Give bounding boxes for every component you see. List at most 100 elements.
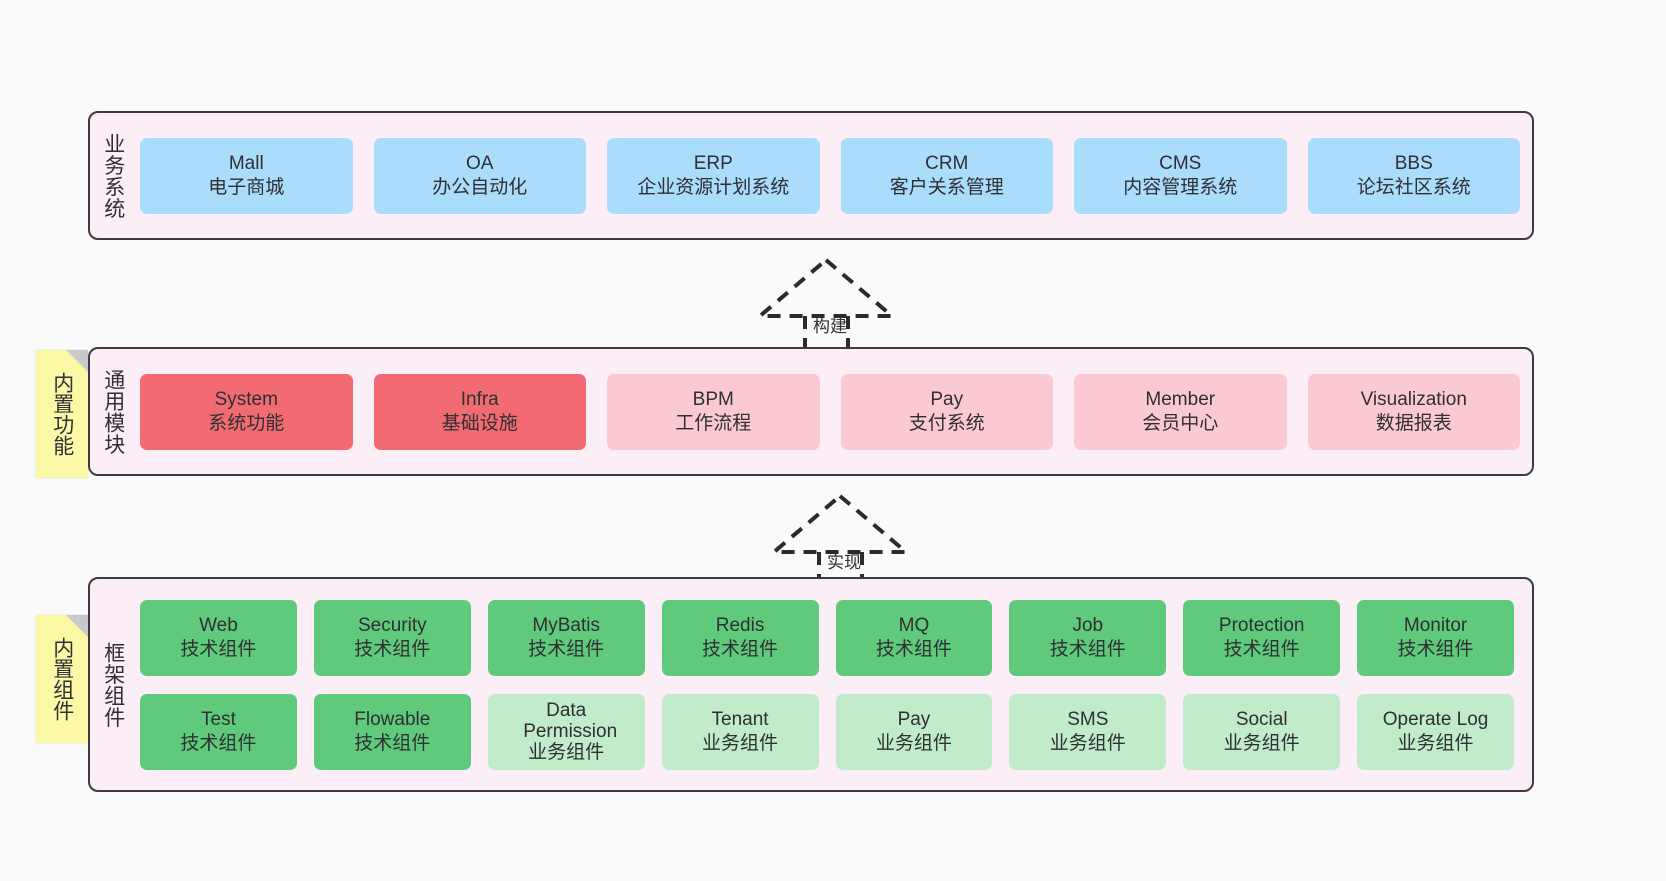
layer-label-common-module: 通用模块	[101, 368, 125, 455]
tech-row: Web 技术组件 Security 技术组件 MyBatis 技术组件 Redi…	[140, 599, 1514, 676]
arrow-shaft	[803, 316, 850, 350]
card-mq[interactable]: MQ 技术组件	[835, 599, 993, 676]
card-web[interactable]: Web 技术组件	[140, 599, 297, 676]
card-infra-title: Infra	[460, 389, 499, 411]
card-protection-subtitle: 技术组件	[1223, 638, 1300, 660]
card-tenant[interactable]: Tenant 业务组件	[661, 693, 819, 770]
card-operate-log[interactable]: Operate Log 业务组件	[1357, 693, 1514, 770]
note-fold-corner-icon	[66, 350, 88, 372]
card-security[interactable]: Security 技术组件	[313, 599, 471, 676]
card-bpm-subtitle: 工作流程	[675, 412, 752, 434]
card-visualization[interactable]: Visualization 数据报表	[1307, 373, 1520, 450]
card-sms[interactable]: SMS 业务组件	[1009, 693, 1167, 770]
card-pay-biz[interactable]: Pay 业务组件	[835, 693, 993, 770]
card-data-permission[interactable]: Data Permission 业务组件	[487, 693, 645, 770]
card-oa[interactable]: OA 办公自动化	[373, 137, 586, 214]
layer-label-framework-component: 框架组件	[101, 641, 125, 728]
card-visualization-subtitle: 数据报表	[1375, 412, 1452, 434]
card-protection-title: Protection	[1218, 615, 1305, 637]
card-redis[interactable]: Redis 技术组件	[661, 599, 819, 676]
card-web-subtitle: 技术组件	[180, 638, 257, 660]
card-sms-subtitle: 业务组件	[1049, 732, 1126, 754]
connector-implement-label: 实现	[827, 553, 861, 572]
card-bbs-subtitle: 论坛社区系统	[1356, 176, 1471, 198]
layer-label-business-system: 业务系统	[101, 132, 125, 219]
card-social-title: Social	[1235, 709, 1288, 731]
card-social-subtitle: 业务组件	[1223, 732, 1300, 754]
card-crm-subtitle: 客户关系管理	[889, 176, 1004, 198]
module-row: System 系统功能 Infra 基础设施 BPM 工作流程 Pay 支付系统…	[140, 373, 1520, 450]
connector-build-label: 构建	[813, 317, 847, 336]
card-bpm-title: BPM	[692, 389, 734, 411]
card-bbs-title: BBS	[1394, 153, 1433, 175]
card-mybatis-subtitle: 技术组件	[528, 638, 605, 660]
card-system-subtitle: 系统功能	[208, 412, 285, 434]
arrowhead-triangle	[768, 493, 912, 554]
card-security-title: Security	[357, 615, 427, 637]
card-protection[interactable]: Protection 技术组件	[1183, 599, 1341, 676]
card-crm[interactable]: CRM 客户关系管理	[840, 137, 1053, 214]
note-fold-corner-icon	[66, 615, 88, 637]
card-mall[interactable]: Mall 电子商城	[140, 137, 353, 214]
note-builtin-component-label: 内置组件	[50, 637, 74, 721]
card-pay-title: Pay	[930, 389, 964, 411]
layer-common-module: 通用模块 System 系统功能 Infra 基础设施 BPM 工作流程 Pay	[88, 347, 1534, 476]
card-cms-title: CMS	[1159, 153, 1202, 175]
layer-business-system: 业务系统 Mall 电子商城 OA 办公自动化 ERP 企业资源计划系统 CRM	[88, 111, 1534, 240]
card-tenant-subtitle: 业务组件	[702, 732, 779, 754]
card-member[interactable]: Member 会员中心	[1074, 373, 1287, 450]
card-flowable-subtitle: 技术组件	[354, 732, 431, 754]
layer-framework-component: 框架组件 Web 技术组件 Security 技术组件 MyBatis 技术组件…	[88, 577, 1534, 792]
arrowhead-triangle	[754, 257, 898, 318]
card-cms[interactable]: CMS 内容管理系统	[1074, 137, 1287, 214]
card-security-subtitle: 技术组件	[354, 638, 431, 660]
card-erp-title: ERP	[693, 153, 733, 175]
note-builtin-component: 内置组件	[36, 615, 88, 743]
card-sms-title: SMS	[1067, 709, 1109, 731]
card-tenant-title: Tenant	[711, 709, 769, 731]
layer-body-framework-component: Web 技术组件 Security 技术组件 MyBatis 技术组件 Redi…	[136, 579, 1532, 790]
card-job[interactable]: Job 技术组件	[1009, 599, 1167, 676]
card-operate-log-title: Operate Log	[1382, 709, 1489, 731]
card-data-permission-subtitle: 业务组件	[528, 742, 605, 764]
card-mybatis-title: MyBatis	[532, 615, 600, 637]
card-monitor-subtitle: 技术组件	[1397, 638, 1474, 660]
card-monitor-title: Monitor	[1403, 615, 1468, 637]
card-monitor[interactable]: Monitor 技术组件	[1357, 599, 1514, 676]
note-builtin-function: 内置功能	[36, 350, 88, 478]
card-oa-subtitle: 办公自动化	[432, 176, 528, 198]
card-crm-title: CRM	[925, 153, 969, 175]
card-bbs[interactable]: BBS 论坛社区系统	[1307, 137, 1520, 214]
card-test[interactable]: Test 技术组件	[140, 693, 297, 770]
card-pay-subtitle: 支付系统	[908, 412, 985, 434]
card-web-title: Web	[199, 615, 238, 637]
connector-build: 构建	[754, 257, 906, 350]
card-pay[interactable]: Pay 支付系统	[840, 373, 1053, 450]
card-test-title: Test	[201, 709, 236, 731]
card-mq-subtitle: 技术组件	[875, 638, 952, 660]
biz-row: Test 技术组件 Flowable 技术组件 Data Permission …	[140, 693, 1514, 770]
card-infra-subtitle: 基础设施	[441, 412, 518, 434]
card-test-subtitle: 技术组件	[180, 732, 257, 754]
card-visualization-title: Visualization	[1360, 389, 1467, 411]
card-oa-title: OA	[466, 153, 494, 175]
card-erp-subtitle: 企业资源计划系统	[637, 176, 790, 198]
card-mq-title: MQ	[898, 615, 930, 637]
card-erp[interactable]: ERP 企业资源计划系统	[607, 137, 820, 214]
card-pay-biz-subtitle: 业务组件	[875, 732, 952, 754]
card-system-title: System	[214, 389, 278, 411]
card-flowable[interactable]: Flowable 技术组件	[313, 693, 471, 770]
card-infra[interactable]: Infra 基础设施	[373, 373, 586, 450]
card-bpm[interactable]: BPM 工作流程	[607, 373, 820, 450]
card-redis-title: Redis	[715, 615, 765, 637]
layer-body-business-system: Mall 电子商城 OA 办公自动化 ERP 企业资源计划系统 CRM 客户关系…	[136, 113, 1532, 238]
card-social[interactable]: Social 业务组件	[1183, 693, 1341, 770]
card-job-subtitle: 技术组件	[1049, 638, 1126, 660]
card-operate-log-subtitle: 业务组件	[1397, 732, 1474, 754]
card-mybatis[interactable]: MyBatis 技术组件	[487, 599, 645, 676]
card-system[interactable]: System 系统功能	[140, 373, 353, 450]
card-data-permission-title: Data Permission	[523, 699, 618, 742]
card-member-subtitle: 会员中心	[1142, 412, 1219, 434]
card-cms-subtitle: 内容管理系统	[1123, 176, 1238, 198]
card-flowable-title: Flowable	[354, 709, 431, 731]
